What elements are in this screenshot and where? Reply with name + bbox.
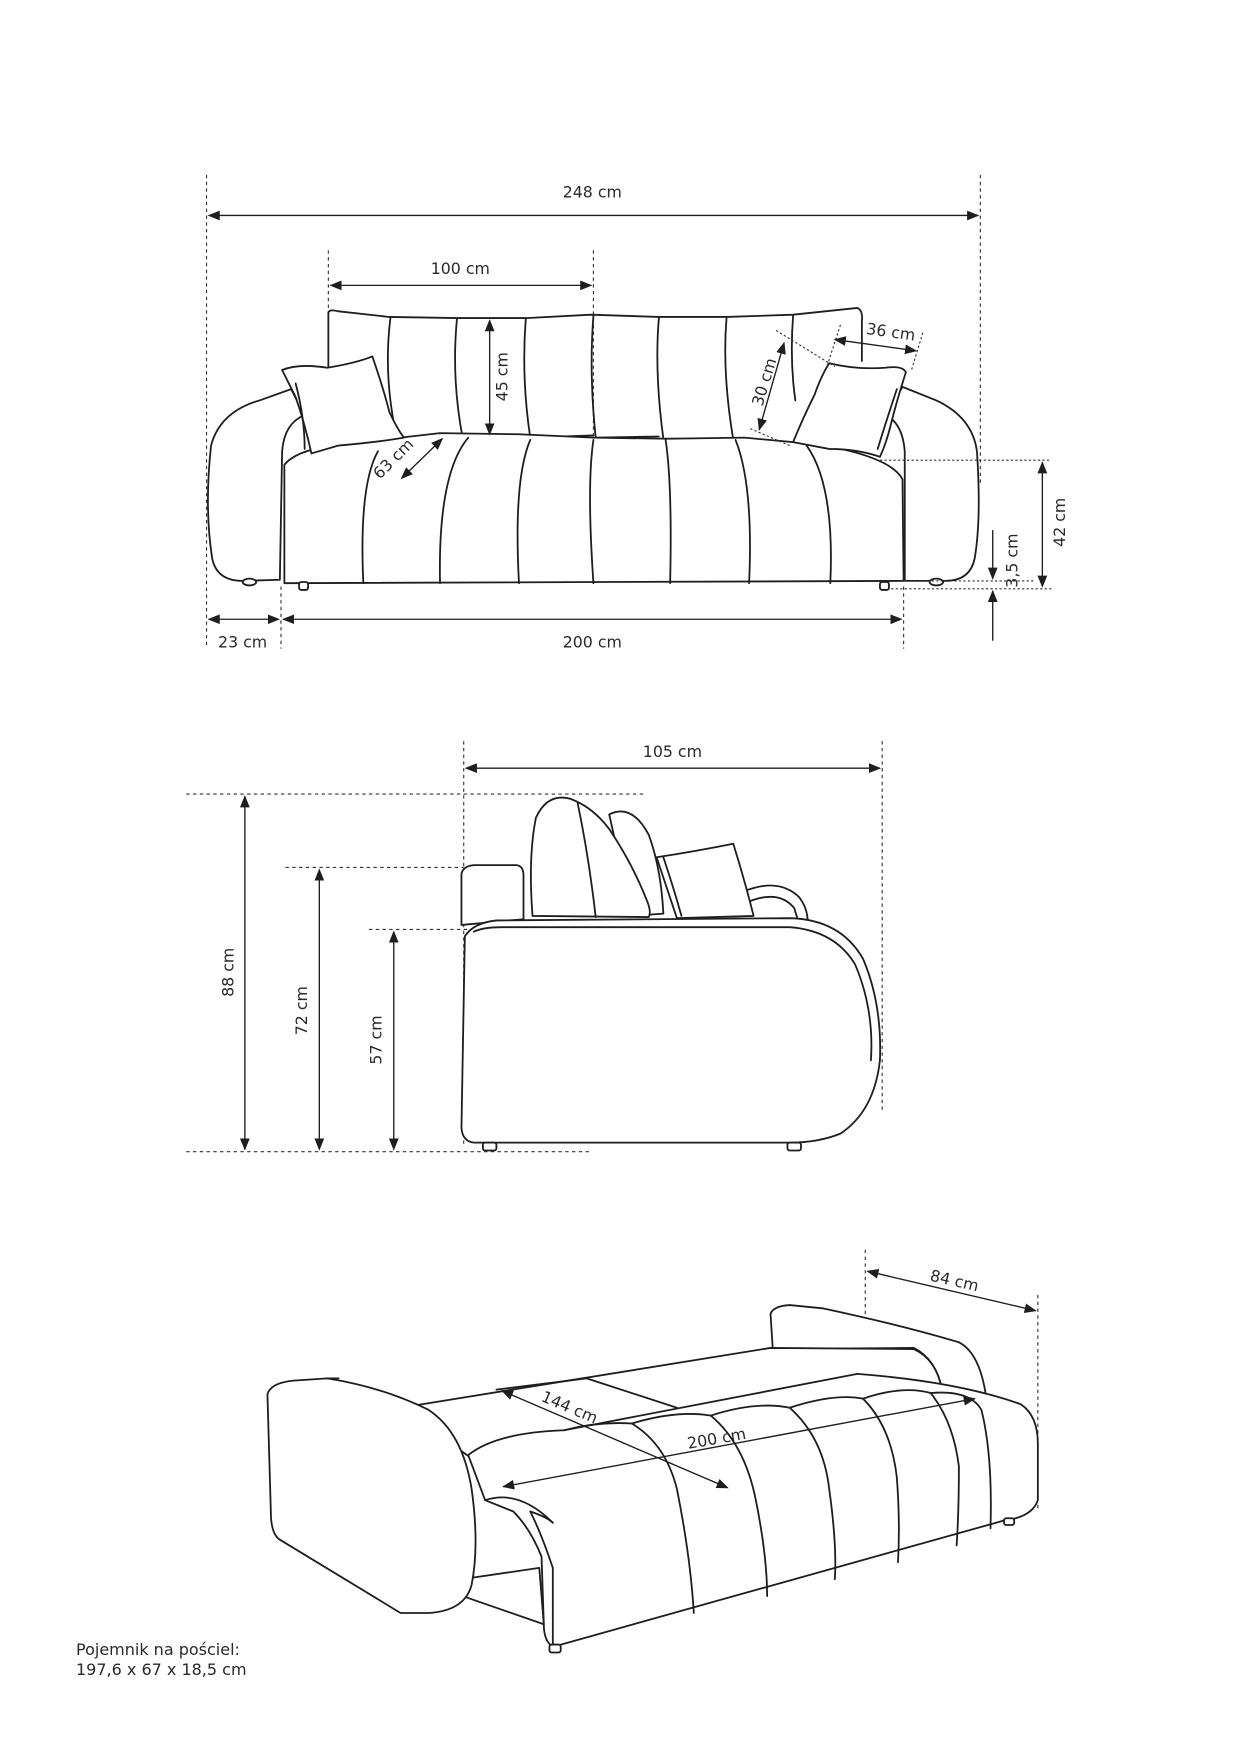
front-view: 248 cm 100 cm 45 cm 30 cm 36 cm 63 cm 42… [205, 174, 1069, 651]
dim-armrest-height: 57 cm [366, 1015, 385, 1064]
bed-view: 84 cm 144 cm 200 cm [266, 1249, 1039, 1654]
storage-note-dimensions: 197,6 x 67 x 18,5 cm [76, 1660, 247, 1679]
dim-bed-depth: 84 cm [928, 1266, 980, 1296]
dim-backrest-height-side: 72 cm [292, 986, 311, 1035]
dim-total-width: 248 cm [563, 182, 622, 201]
dim-backrest-height: 45 cm [493, 352, 512, 401]
dim-armrest-width: 23 cm [218, 632, 267, 651]
dim-seat-width: 200 cm [563, 632, 622, 651]
dim-pillow-width: 36 cm [865, 319, 916, 345]
dim-leg-height: 3,5 cm [1003, 534, 1022, 588]
dim-seat-height: 42 cm [1050, 498, 1069, 547]
storage-note: Pojemnik na pościel: 197,6 x 67 x 18,5 c… [76, 1640, 247, 1680]
dim-total-height: 88 cm [219, 948, 238, 997]
dim-pillow-height: 30 cm [748, 356, 781, 409]
dim-backrest-section-width: 100 cm [431, 259, 490, 278]
side-view: 105 cm 88 cm 72 cm 57 cm [186, 741, 883, 1153]
storage-note-title: Pojemnik na pościel: [76, 1640, 240, 1659]
dim-depth: 105 cm [643, 742, 702, 761]
